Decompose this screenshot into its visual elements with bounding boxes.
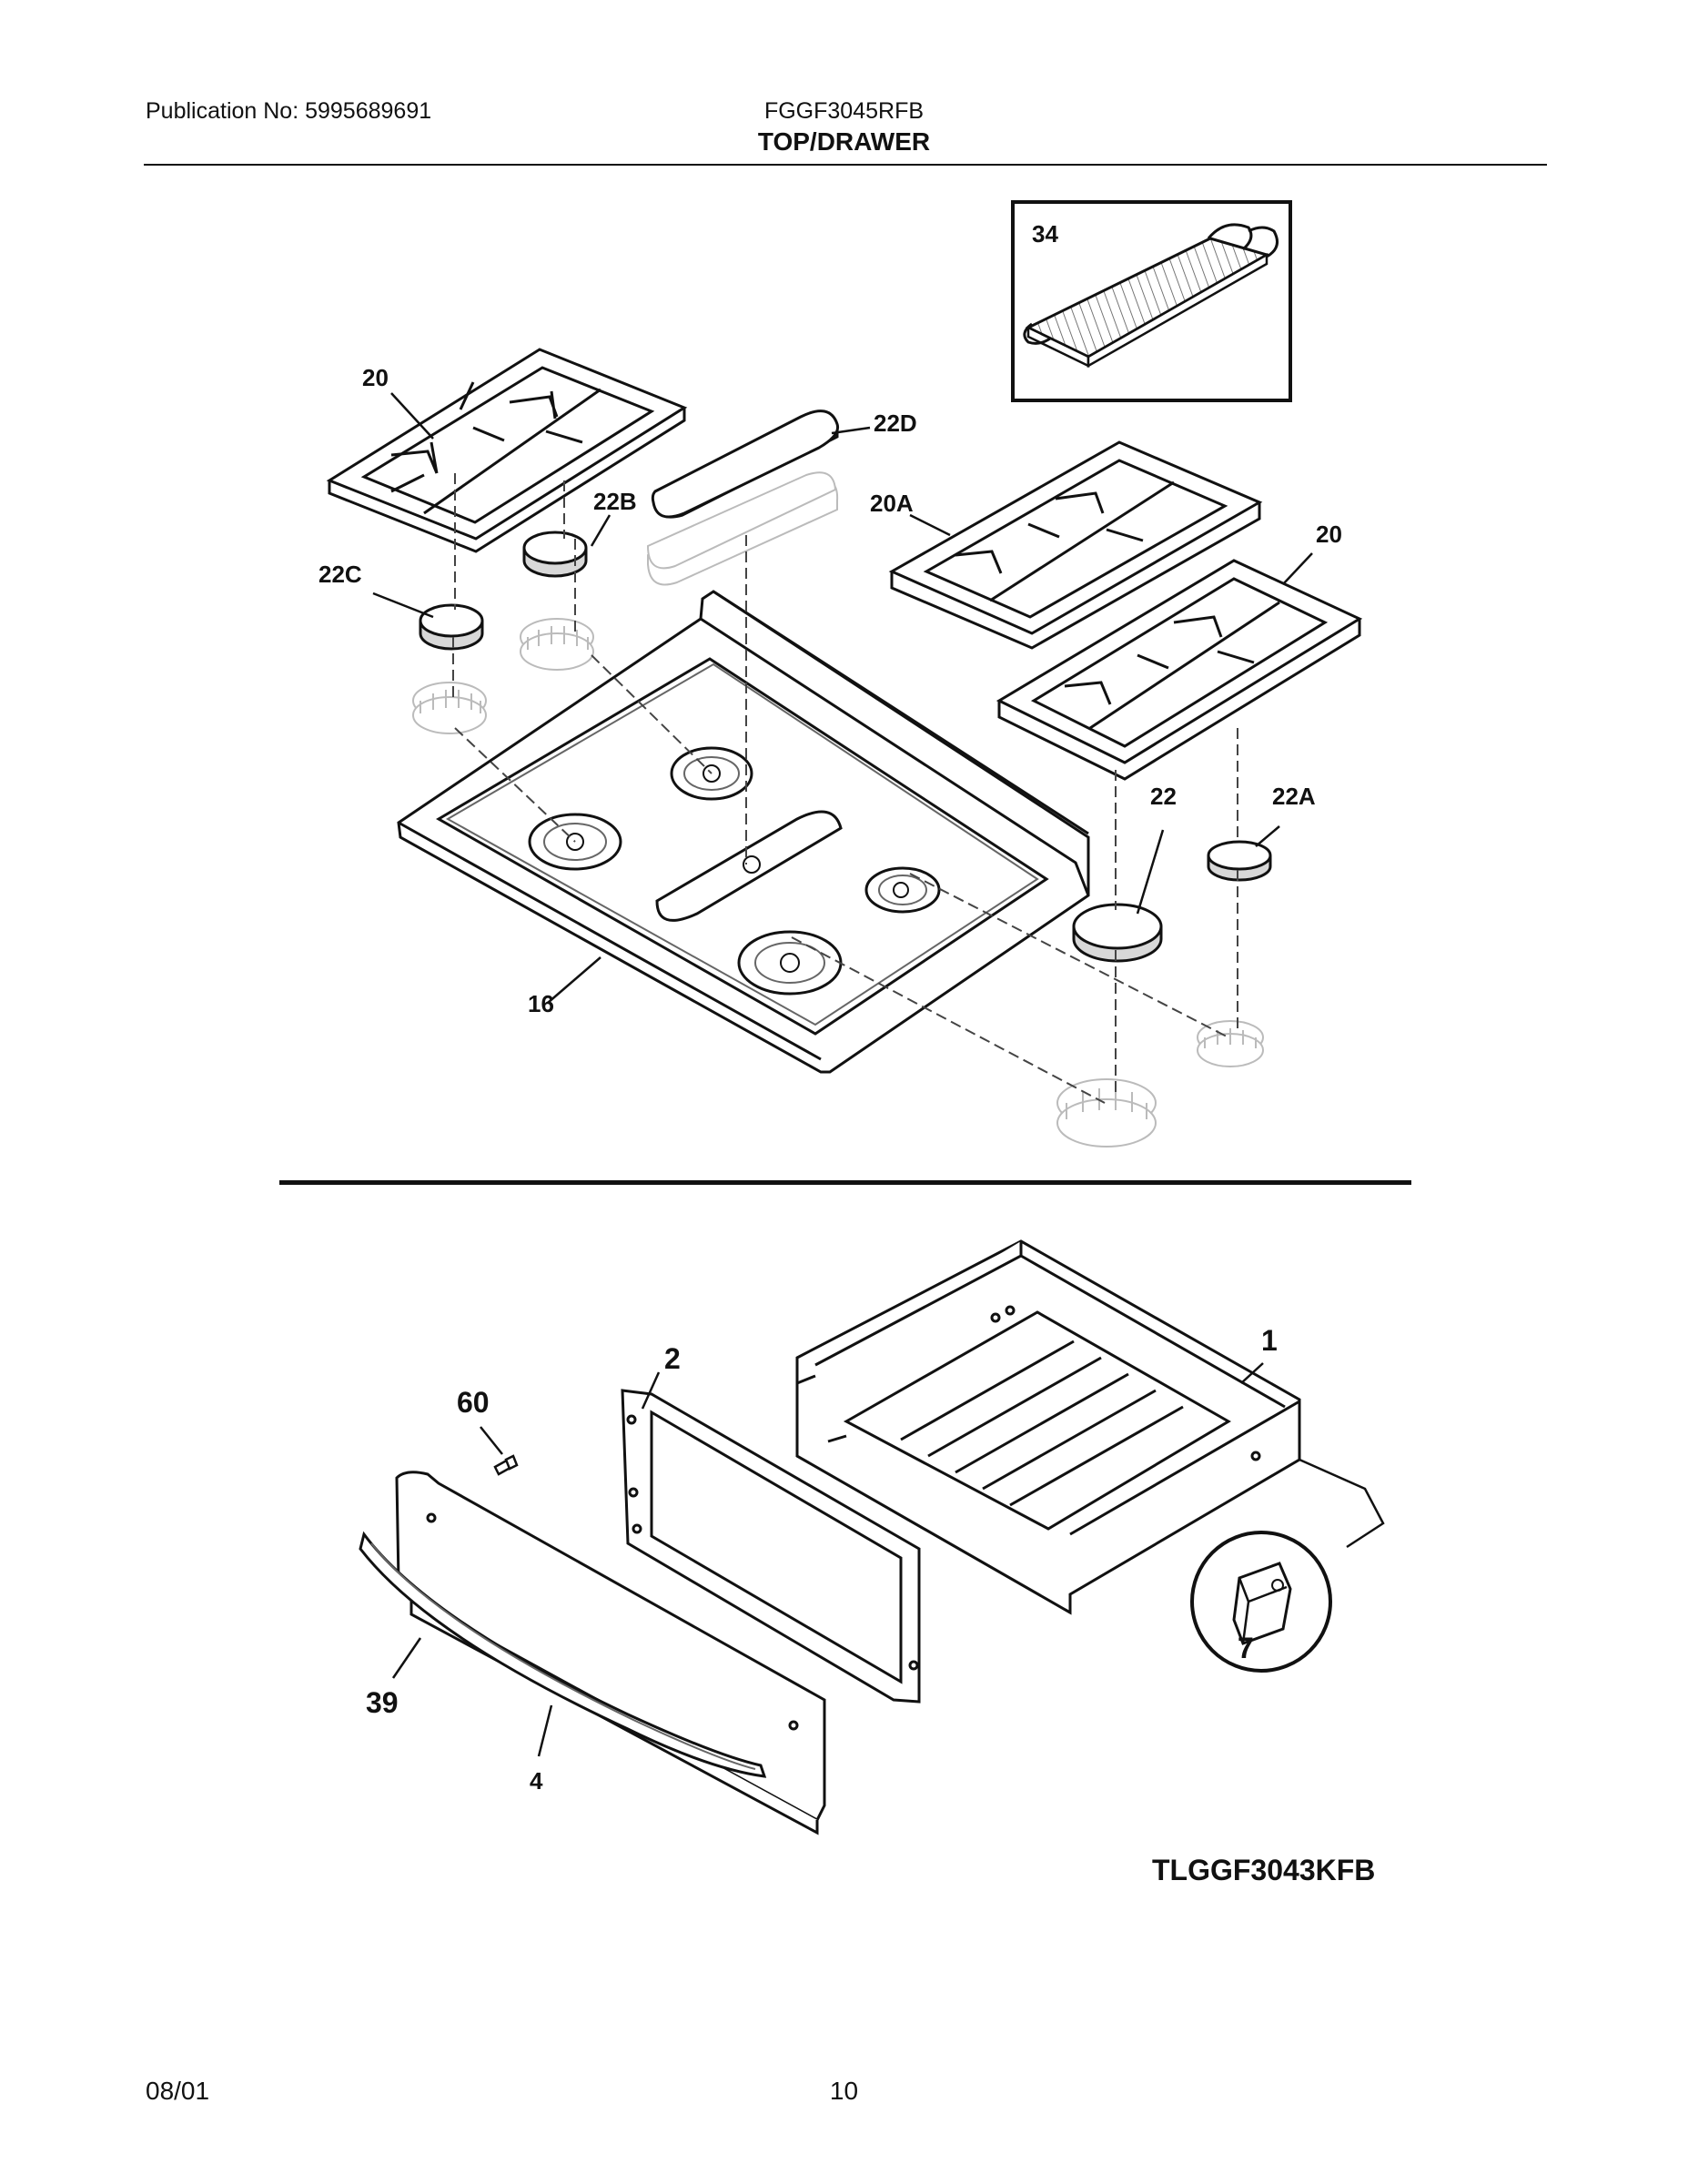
drawer-handle [359,1531,767,1778]
drawer-liner [621,1389,921,1704]
label-cooktop: 16 [528,990,554,1017]
label-cap-22b: 22B [593,488,637,515]
label-griddle: 34 [1032,220,1058,248]
label-cap-22d: 22D [874,410,917,437]
label-grate-left: 20 [362,364,389,391]
label-grate-20a: 20A [870,490,914,517]
label-cap-22a: 22A [1272,783,1316,810]
publication-number: Publication No: 5995689691 [146,98,432,124]
publication-date: 08/01 [146,2077,210,2105]
section-title: TOP/DRAWER [757,127,931,156]
grate-left [326,348,688,553]
cap-22c [419,603,484,651]
drawer-body [795,1239,1301,1615]
label-cap-22c: 22C [318,561,362,588]
cap-22 [1072,903,1163,963]
callout-labels: 34 20 22D 22B 20A 20 22C 22 22A 16 1 2 6… [318,220,1375,1886]
cooktop [397,590,1090,1074]
cap-22b [522,531,588,578]
label-drawer-liner: 2 [664,1342,681,1375]
header-rule [144,164,1547,166]
burner-head-left-rear [520,618,594,671]
screw-60 [493,1454,519,1476]
leader-lines-bottom [391,1362,1264,1757]
label-grate-right: 20 [1316,521,1342,548]
cap-22d [651,410,840,519]
section-divider [279,1180,1411,1185]
burner-head-left-front [412,682,487,734]
diagram-code: TLGGF3043KFB [1152,1854,1375,1886]
label-handle: 39 [366,1686,399,1719]
label-screw: 60 [457,1386,490,1419]
griddle-illustration [1023,223,1279,369]
grate-20a [888,440,1263,650]
glide-inset [1190,1458,1385,1673]
label-cap-22: 22 [1150,783,1177,810]
label-drawer-body: 1 [1261,1324,1278,1357]
alignment-lines [452,473,1238,1104]
oval-burner-base [646,471,839,586]
label-glide: 7 [1238,1632,1254,1664]
leader-lines-top [372,392,1313,1004]
burner-head-right-front [1056,1078,1157,1148]
model-number: FGGF3045RFB [763,98,925,124]
grate-right [996,559,1363,781]
griddle-inset [1011,200,1292,402]
label-drawer-panel: 4 [530,1767,543,1795]
cap-22a [1207,840,1272,882]
page-number: 10 [829,2077,859,2105]
burner-head-right-rear [1197,1020,1264,1067]
